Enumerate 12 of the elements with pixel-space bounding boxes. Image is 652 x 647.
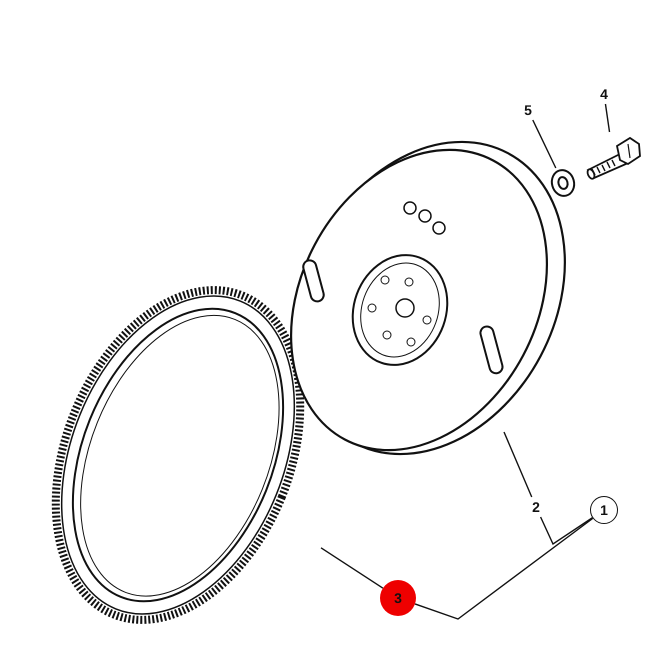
- leader-line: [540, 516, 593, 546]
- callout-number: 4: [596, 84, 612, 104]
- leader-line: [414, 518, 594, 620]
- leader-line: [604, 104, 610, 132]
- washer-drawing: [548, 168, 578, 198]
- callout-number: 1: [590, 496, 618, 524]
- leader-line: [320, 547, 384, 589]
- leader-line: [503, 432, 532, 498]
- callout-number: 3: [380, 580, 416, 616]
- callout-number: 5: [520, 100, 536, 120]
- leader-line: [532, 120, 556, 168]
- callout-number: 2: [527, 497, 545, 517]
